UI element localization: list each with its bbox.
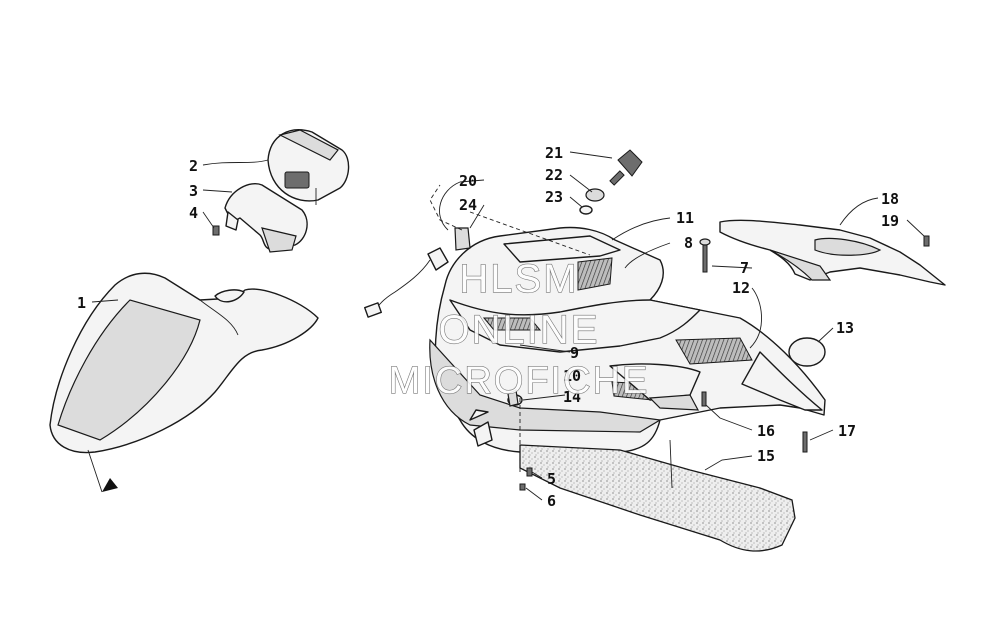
switch-harness-part-20 <box>364 184 471 318</box>
callout-24: 24 <box>459 196 477 214</box>
callout-14: 14 <box>563 388 581 406</box>
callout-10: 10 <box>563 367 581 385</box>
callout-19: 19 <box>881 212 899 230</box>
callout-labels: 1 2 3 4 5 6 7 8 9 10 11 12 13 14 15 16 1… <box>77 144 899 510</box>
callout-13: 13 <box>836 319 854 337</box>
callout-8: 8 <box>684 234 693 252</box>
windshield-part-1 <box>49 272 319 493</box>
washer-part-23 <box>579 205 593 215</box>
fastener-part-17 <box>802 431 808 453</box>
callout-3: 3 <box>189 182 198 200</box>
callout-9: 9 <box>570 344 579 362</box>
fastener-part-6 <box>519 483 526 491</box>
callout-16: 16 <box>757 422 775 440</box>
callout-23: 23 <box>545 188 563 206</box>
callout-6: 6 <box>547 492 556 510</box>
watermark-line-3: MICROFICHE <box>389 360 650 402</box>
key-part-21 <box>609 149 643 186</box>
leader-lines <box>91 151 925 501</box>
rear-cover-part-18 <box>719 219 946 286</box>
gauge-part-2 <box>267 129 350 205</box>
callout-1: 1 <box>77 294 86 312</box>
callout-4: 4 <box>189 204 198 222</box>
floor-pad-part-15 <box>519 439 796 552</box>
screw-part-4 <box>212 225 220 236</box>
callout-22: 22 <box>545 166 563 184</box>
watermark-line-1: HLSM <box>459 257 578 301</box>
watermark-line-2: ONLINE <box>439 308 600 352</box>
callout-20: 20 <box>459 172 477 190</box>
callout-5: 5 <box>547 470 556 488</box>
callout-21: 21 <box>545 144 563 162</box>
clip-part-14 <box>507 389 519 407</box>
callout-15: 15 <box>757 447 775 465</box>
callout-11: 11 <box>676 209 694 227</box>
nut-part-22 <box>585 188 605 202</box>
callout-2: 2 <box>189 157 198 175</box>
fastener-part-16 <box>701 391 707 407</box>
watermark: HLSM ONLINE MICROFICHE <box>388 256 650 402</box>
fastener-part-5 <box>526 467 533 477</box>
gauge-bracket-part-3 <box>224 183 308 253</box>
cap-part-13 <box>788 337 826 367</box>
fastener-part-7 <box>699 238 711 273</box>
fastener-part-19 <box>923 235 930 247</box>
callout-7: 7 <box>740 259 749 277</box>
callout-12: 12 <box>732 279 750 297</box>
hood-assembly <box>429 226 826 453</box>
callout-17: 17 <box>838 422 856 440</box>
callout-18: 18 <box>881 190 899 208</box>
